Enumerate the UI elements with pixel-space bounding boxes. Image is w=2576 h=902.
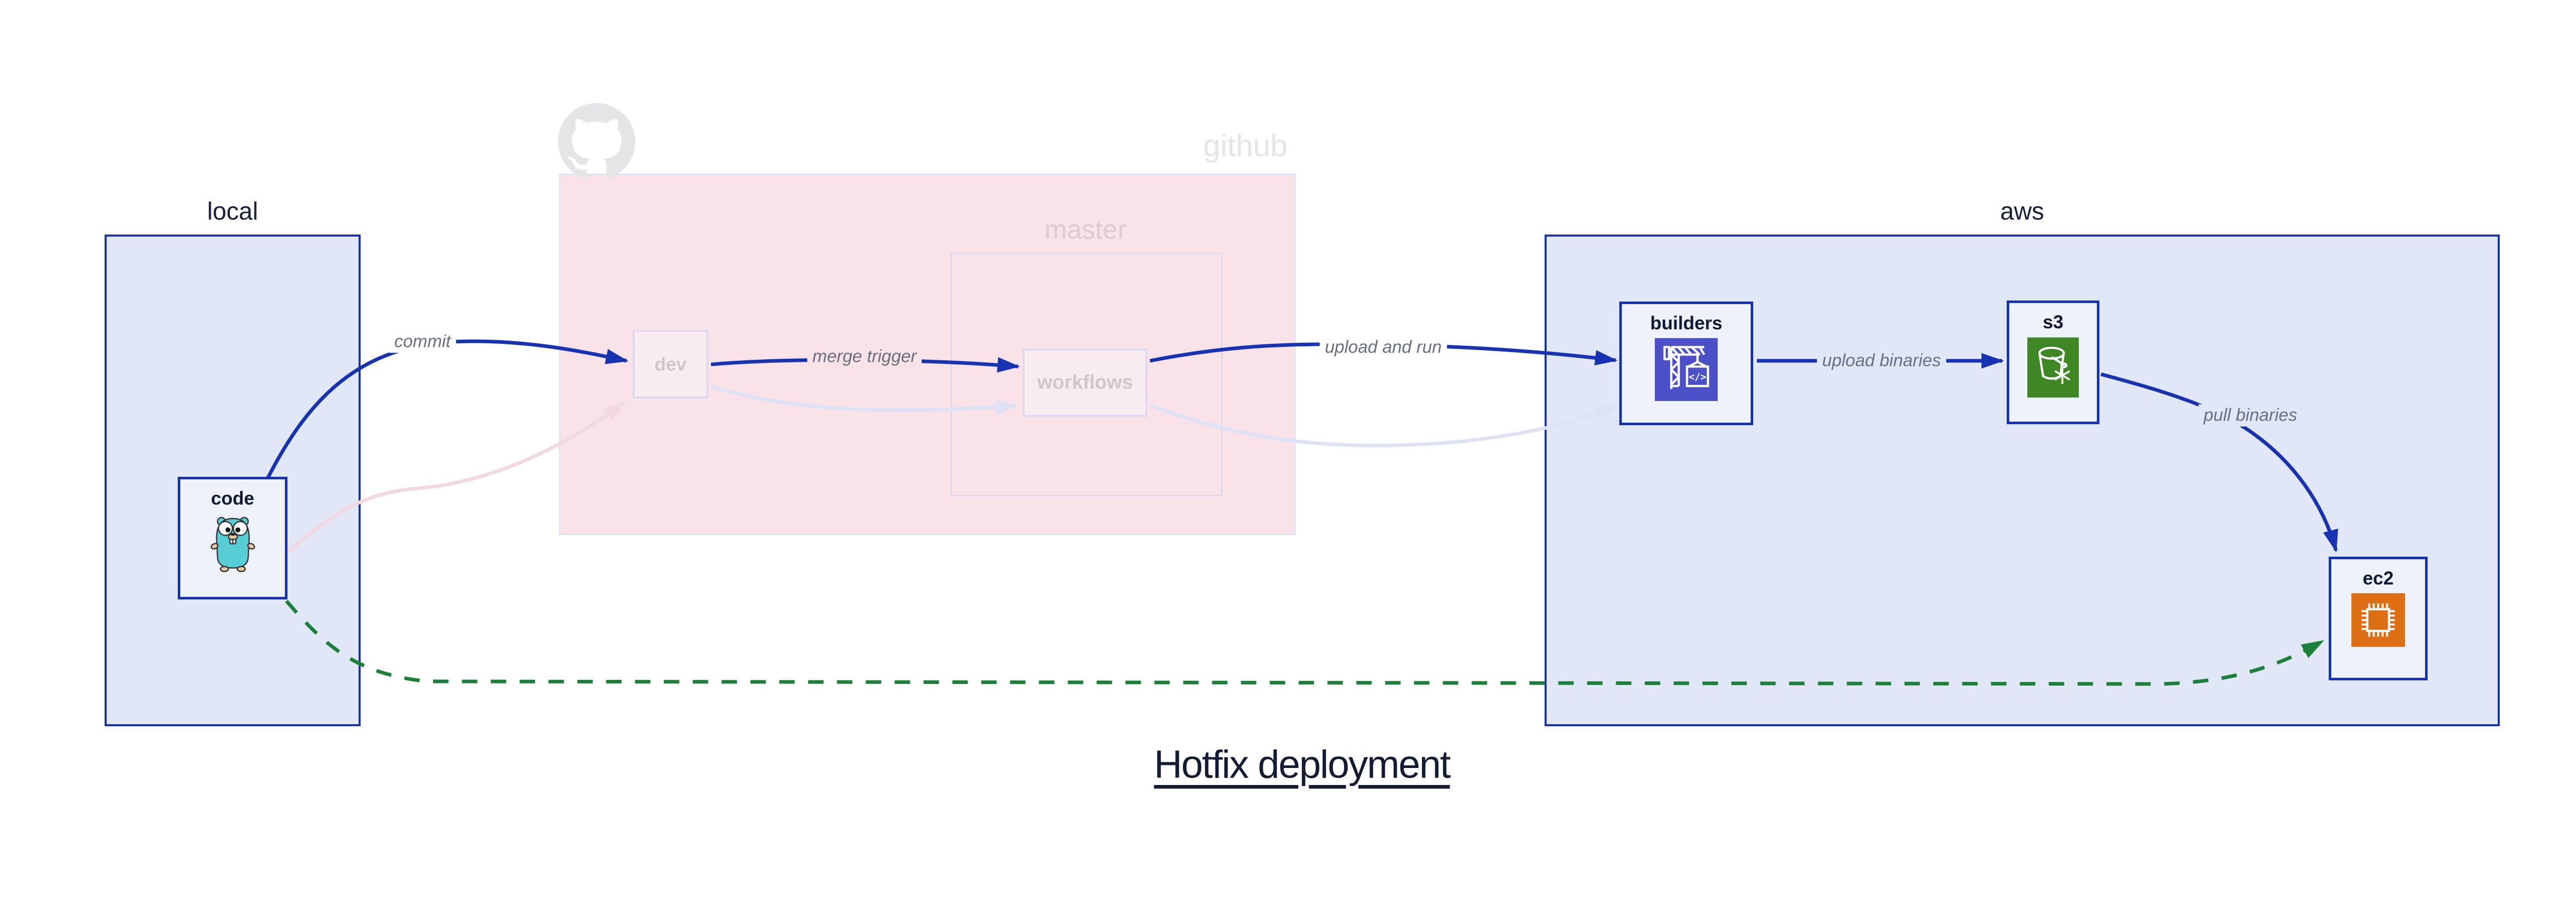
aws-group-label: aws <box>2000 198 2044 225</box>
node-ec2: ec2 <box>2329 557 2428 680</box>
diagram-title: Hotfix deployment <box>1154 743 1451 787</box>
edge-label-pull-binaries: pull binaries <box>2198 404 2302 427</box>
node-dev: dev <box>633 330 708 398</box>
node-code: code <box>178 477 287 599</box>
github-octocat-icon <box>558 103 635 179</box>
edge-label-commit: commit <box>389 330 456 353</box>
node-workflows-label: workflows <box>1037 372 1133 393</box>
edge-faded-code-dev <box>286 400 626 554</box>
aws-s3-bucket-icon <box>2027 337 2079 398</box>
node-s3: s3 <box>2007 300 2099 424</box>
edge-label-upload-and-run: upload and run <box>1319 336 1447 359</box>
node-ec2-label: ec2 <box>2362 567 2394 589</box>
edge-commit <box>266 339 629 479</box>
local-group-label: local <box>207 198 258 225</box>
node-s3-label: s3 <box>2042 311 2064 332</box>
aws-codebuild-crane-icon: </> <box>1655 338 1718 401</box>
aws-ec2-chip-icon <box>2351 593 2405 647</box>
edge-hotfix-direct <box>285 599 2325 686</box>
go-gopher-icon <box>210 516 255 572</box>
edge-label-upload-binaries: upload binaries <box>1817 349 1946 372</box>
github-group-label: github <box>1203 128 1287 163</box>
edge-label-merge-trigger: merge trigger <box>807 345 922 368</box>
node-builders: builders </> <box>1619 302 1753 425</box>
node-code-label: code <box>211 488 255 509</box>
edge-pull-binaries <box>2100 372 2338 553</box>
node-dev-label: dev <box>654 353 687 375</box>
master-branch-label: master <box>1044 215 1127 245</box>
svg-text:</>: </> <box>1689 371 1706 382</box>
edge-faded-workflows-builders <box>1149 403 1618 447</box>
node-builders-label: builders <box>1650 312 1723 333</box>
master-branch-box <box>951 253 1223 496</box>
node-workflows: workflows <box>1023 348 1147 417</box>
edge-faded-dev-workflows <box>710 385 1018 415</box>
